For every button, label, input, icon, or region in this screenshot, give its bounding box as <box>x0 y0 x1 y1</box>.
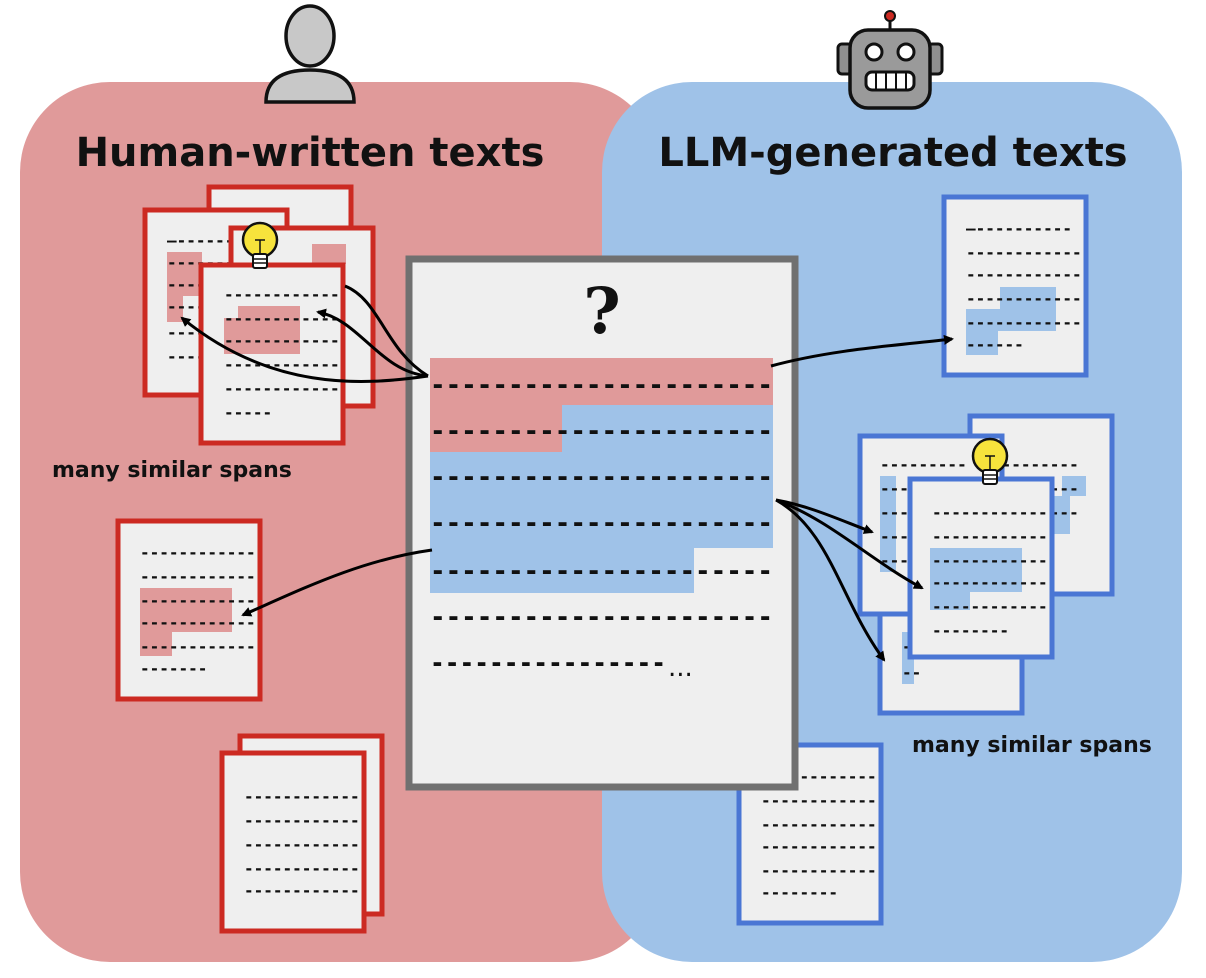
text-line: ------------ <box>244 811 360 830</box>
query-ellipsis: ... <box>668 653 693 683</box>
human-panel-title: Human-written texts <box>76 130 545 176</box>
lightbulb-icon <box>971 437 1009 485</box>
text-line: ------------ <box>224 285 340 304</box>
text-line: -------- <box>932 621 1009 640</box>
query-text-line: ---------------------- <box>430 370 773 401</box>
text-line: —---------- <box>966 219 1072 238</box>
text-line: ------- <box>140 659 207 678</box>
text-line: ------------ <box>224 309 340 328</box>
text-line: ------------ <box>224 331 340 350</box>
lightbulb-icon <box>241 221 279 269</box>
text-line: ------------ <box>966 289 1082 308</box>
text-line: ----- <box>224 403 272 422</box>
text-line: ------------ <box>244 835 360 854</box>
text-line: ------------ <box>966 265 1082 284</box>
human-doc: ------------ ------------ ------------ -… <box>219 750 367 934</box>
human-doc-retrieved: ------------ ------------ ------------ -… <box>115 518 263 702</box>
query-text-line: ---------------------- <box>430 416 773 447</box>
human-span-label: many similar spans <box>52 458 292 483</box>
llm-span-label: many similar spans <box>912 733 1152 758</box>
llm-doc-retrieved: ------------ ------------ ------------ -… <box>907 476 1055 660</box>
human-doc-retrieved: ------------ ------------ ------------ -… <box>198 262 346 446</box>
text-line: ------------ <box>966 313 1082 332</box>
person-icon <box>264 4 356 104</box>
text-line: --------- <box>880 455 967 474</box>
arrow-icon <box>316 308 429 378</box>
query-text-line: ---------------------- <box>430 508 773 539</box>
text-line: ------------ <box>244 787 360 806</box>
arrow-icon <box>775 498 886 662</box>
text-line: ------------ <box>932 527 1048 546</box>
arrow-icon <box>775 498 924 590</box>
arrow-icon <box>770 334 954 368</box>
text-line: ------------ <box>932 597 1048 616</box>
human-doc-stack-bottom: ------------ ------------ ------------ -… <box>219 733 385 934</box>
text-line: ------------ <box>224 379 340 398</box>
text-line: ------------ <box>140 613 256 632</box>
text-line: -------- <box>761 883 838 902</box>
query-text-line: ---------------------- <box>430 602 773 633</box>
arrow-icon <box>775 498 874 534</box>
text-line: ------------ <box>140 567 256 586</box>
text-line: ------------ <box>244 881 360 900</box>
text-line: ------------ <box>761 815 877 834</box>
text-line: ------------ <box>932 503 1048 522</box>
llm-doc-stack: --------- --------- --------- -- -- ----… <box>857 413 1115 716</box>
query-text-line: ---------------- <box>430 648 666 679</box>
llm-panel-title: LLM-generated texts <box>658 130 1127 176</box>
text-line: ------------ <box>140 637 256 656</box>
arrow-icon <box>344 284 429 378</box>
llm-doc-retrieved: —---------- ------------ ------------ --… <box>941 194 1089 378</box>
query-document: ? ---------------------- ---------------… <box>405 255 799 791</box>
text-line: ------------ <box>966 243 1082 262</box>
text-line: ------------ <box>140 543 256 562</box>
text-line: ------------ <box>244 859 360 878</box>
text-line: ------------ <box>932 573 1048 592</box>
query-text-line: ---------------------- <box>430 556 773 587</box>
text-line: --------- <box>992 455 1079 474</box>
text-line: ------------ <box>761 791 877 810</box>
arrow-icon <box>180 316 429 383</box>
text-line: ------------ <box>761 861 877 880</box>
query-question-mark: ? <box>583 274 621 349</box>
text-line: ------------ <box>761 837 877 856</box>
text-line: ------ <box>966 335 1024 354</box>
robot-icon <box>836 10 944 110</box>
text-line: -- <box>902 663 921 682</box>
arrow-icon <box>241 548 433 617</box>
text-line: ------------ <box>140 591 256 610</box>
text-line: ------------ <box>932 551 1048 570</box>
query-text-line: ---------------------- <box>430 462 773 493</box>
